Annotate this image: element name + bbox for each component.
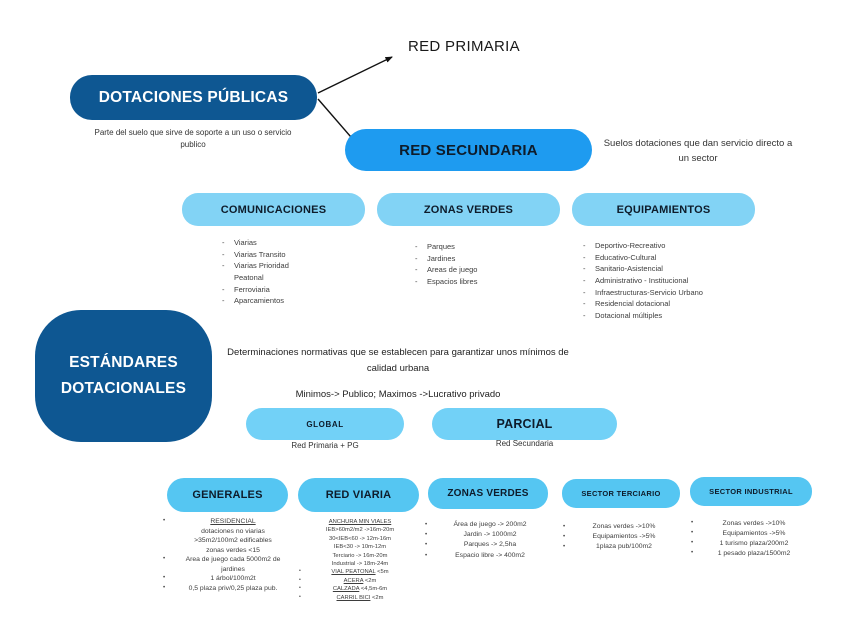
- list-item: Espacios libres: [415, 276, 477, 288]
- sector-terciario-list: Zonas verdes ->10%Equipamientos ->5%1pla…: [563, 522, 678, 553]
- list-item: 1plaza pub/100m2: [563, 542, 678, 552]
- list-item: 30<IEB<60 -> 12m-16m: [328, 535, 392, 542]
- list-item: Areas de juego: [415, 264, 477, 276]
- parcial-caption: Red Secundaria: [495, 439, 554, 448]
- node-comunicaciones: COMUNICACIONES: [182, 193, 365, 226]
- node-label-line2: DOTACIONALES: [60, 380, 187, 397]
- node-equipamientos: EQUIPAMIENTOS: [572, 193, 755, 226]
- list-item: Espacio libre -> 400m2: [425, 551, 548, 561]
- list-item: Área de juego -> 200m2: [425, 520, 548, 530]
- list-item: Administrativo - Institucional: [583, 275, 703, 287]
- list-item: Equipamientos ->5%: [563, 532, 678, 542]
- node-label-line1: ESTÁNDARES: [69, 353, 178, 371]
- node-label: RED VIARIA: [325, 489, 392, 501]
- list-item: IEB<30 -> 10m-12m: [333, 544, 387, 551]
- list-item: 1 árbol/100m2t: [163, 574, 296, 584]
- node-label: RED SECUNDARIA: [399, 141, 538, 159]
- node-parcial: PARCIAL: [432, 408, 617, 440]
- list-item: 1 turismo plaza/200m2: [691, 539, 810, 549]
- node-label: ZONAS VERDES: [447, 488, 529, 499]
- list-item: Zonas verdes ->10%: [691, 519, 810, 529]
- node-label: PARCIAL: [496, 417, 553, 431]
- list-item: Educativo-Cultural: [583, 252, 703, 264]
- dotaciones-caption: Parte del suelo que sirve de soporte a u…: [94, 128, 292, 150]
- comunicaciones-list: ViariasViarias TransitoViarias Prioridad…: [222, 237, 289, 307]
- node-estandares-dotacionales: ESTÁNDARES DOTACIONALES: [35, 310, 212, 442]
- node-red-viaria: RED VIARIA: [298, 478, 419, 512]
- list-item: ANCHURA MIN VIALES: [328, 519, 392, 525]
- node-label: SECTOR INDUSTRIAL: [709, 487, 793, 496]
- list-item: dotaciones no viarias: [201, 527, 265, 535]
- list-item: 0,5 plaza priv/0,25 plaza pub.: [163, 584, 296, 594]
- node-label: ZONAS VERDES: [423, 203, 514, 216]
- zonas-verdes-list: ParquesJardinesAreas de juegoEspacios li…: [415, 241, 477, 288]
- node-label: GLOBAL: [306, 419, 344, 429]
- list-item: IEB>60m2/m2 ->16m-20m: [325, 527, 395, 534]
- node-red-secundaria: RED SECUNDARIA: [345, 129, 592, 171]
- node-generales: GENERALES: [167, 478, 288, 512]
- list-item: Sanitario-Asistencial: [583, 263, 703, 275]
- list-item: CALZADA <4,5m-6m: [299, 585, 414, 593]
- node-label: GENERALES: [192, 489, 263, 501]
- list-item: CARRIL BICI <2m: [299, 594, 414, 602]
- list-item: Viarias Prioridad: [222, 260, 289, 272]
- node-label: COMUNICACIONES: [220, 203, 327, 216]
- node-label: EQUIPAMIENTOS: [616, 203, 711, 216]
- node-sector-industrial: SECTOR INDUSTRIAL: [690, 477, 812, 506]
- node-label: SECTOR TERCIARIO: [581, 489, 661, 498]
- list-item: Terciario -> 16m-20m: [332, 552, 388, 559]
- estandares-rule: Minimos-> Publico; Maximos ->Lucrativo p…: [295, 389, 501, 400]
- list-item: Area de juego cada 5000m2 de: [163, 555, 296, 565]
- estandares-description: Determinaciones normativas que se establ…: [227, 347, 569, 374]
- list-item: Infraestructuras-Servicio Urbano: [583, 287, 703, 299]
- list-item: Equipamientos ->5%: [691, 529, 810, 539]
- equipamientos-list: Deportivo-RecreativoEducativo-CulturalSa…: [583, 240, 703, 321]
- list-item: Viarias: [222, 237, 289, 249]
- zonas-verdes-bottom-list: Área de juego -> 200m2Jardin -> 1000m2Pa…: [425, 520, 548, 561]
- node-zonas-verdes: ZONAS VERDES: [377, 193, 560, 226]
- list-item: Industrial -> 18m-24m: [331, 560, 389, 567]
- list-item: VIAL PEATONAL <5m: [299, 568, 414, 576]
- list-item: Parques -> 2,5ha: [425, 540, 548, 550]
- node-sector-terciario: SECTOR TERCIARIO: [562, 479, 680, 508]
- list-item: Dotacional múltiples: [583, 310, 703, 322]
- red-secundaria-caption: Suelos dotaciones que dan servicio direc…: [603, 138, 793, 164]
- list-item: Jardin -> 1000m2: [425, 530, 548, 540]
- list-item: Aparcamientos: [222, 295, 289, 307]
- global-caption: Red Primaria + PG: [291, 441, 359, 450]
- list-item: zonas verdes <15: [206, 546, 260, 554]
- list-item: RESIDENCIAL: [163, 517, 296, 527]
- list-item: jardines: [221, 565, 245, 573]
- list-item: Deportivo-Recreativo: [583, 240, 703, 252]
- list-item: Residencial dotacional: [583, 298, 703, 310]
- list-item: Jardines: [415, 253, 477, 265]
- node-global: GLOBAL: [246, 408, 404, 440]
- list-item: ACERA <2m: [299, 577, 414, 585]
- node-red-primaria: RED PRIMARIA: [408, 38, 520, 55]
- list-item: Ferroviaria: [222, 284, 289, 296]
- node-label: DOTACIONES PÚBLICAS: [98, 88, 289, 106]
- sector-industrial-list: Zonas verdes ->10%Equipamientos ->5%1 tu…: [691, 519, 810, 559]
- list-item: 1 pesado plaza/1500m2: [691, 549, 810, 559]
- list-item: Zonas verdes ->10%: [563, 522, 678, 532]
- arrow-to-red-primaria: [317, 56, 393, 94]
- node-zonas-verdes-bottom: ZONAS VERDES: [428, 478, 548, 509]
- list-item: >35m2/100m2 edificables: [194, 537, 272, 545]
- node-dotaciones-publicas: DOTACIONES PÚBLICAS: [70, 75, 317, 120]
- list-item: Viarias Transito: [222, 249, 289, 261]
- list-item: Parques: [415, 241, 477, 253]
- list-item: Peatonal: [234, 272, 264, 282]
